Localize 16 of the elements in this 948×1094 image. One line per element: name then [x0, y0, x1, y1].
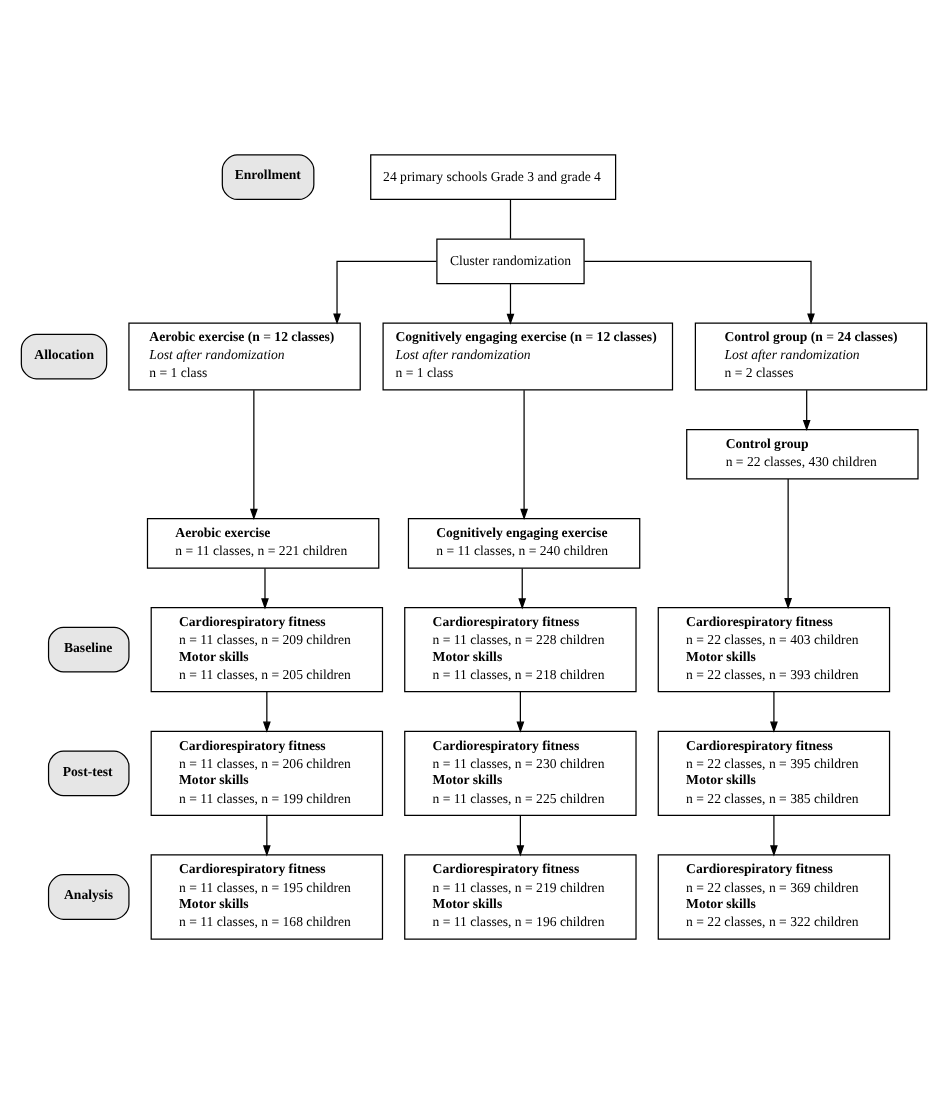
arrow — [249, 389, 258, 520]
arrow — [262, 814, 271, 857]
arrow — [784, 478, 793, 610]
arrow — [770, 814, 778, 857]
arrow — [583, 260, 815, 325]
arrow — [516, 814, 525, 857]
arrow — [506, 283, 515, 325]
arrow — [520, 389, 528, 520]
arrow — [333, 260, 438, 325]
arrow — [518, 567, 527, 610]
arrow — [770, 691, 778, 733]
arrow — [802, 389, 811, 432]
arrow — [516, 691, 525, 733]
arrow — [261, 567, 269, 610]
connector — [509, 199, 512, 240]
arrow — [262, 691, 271, 733]
